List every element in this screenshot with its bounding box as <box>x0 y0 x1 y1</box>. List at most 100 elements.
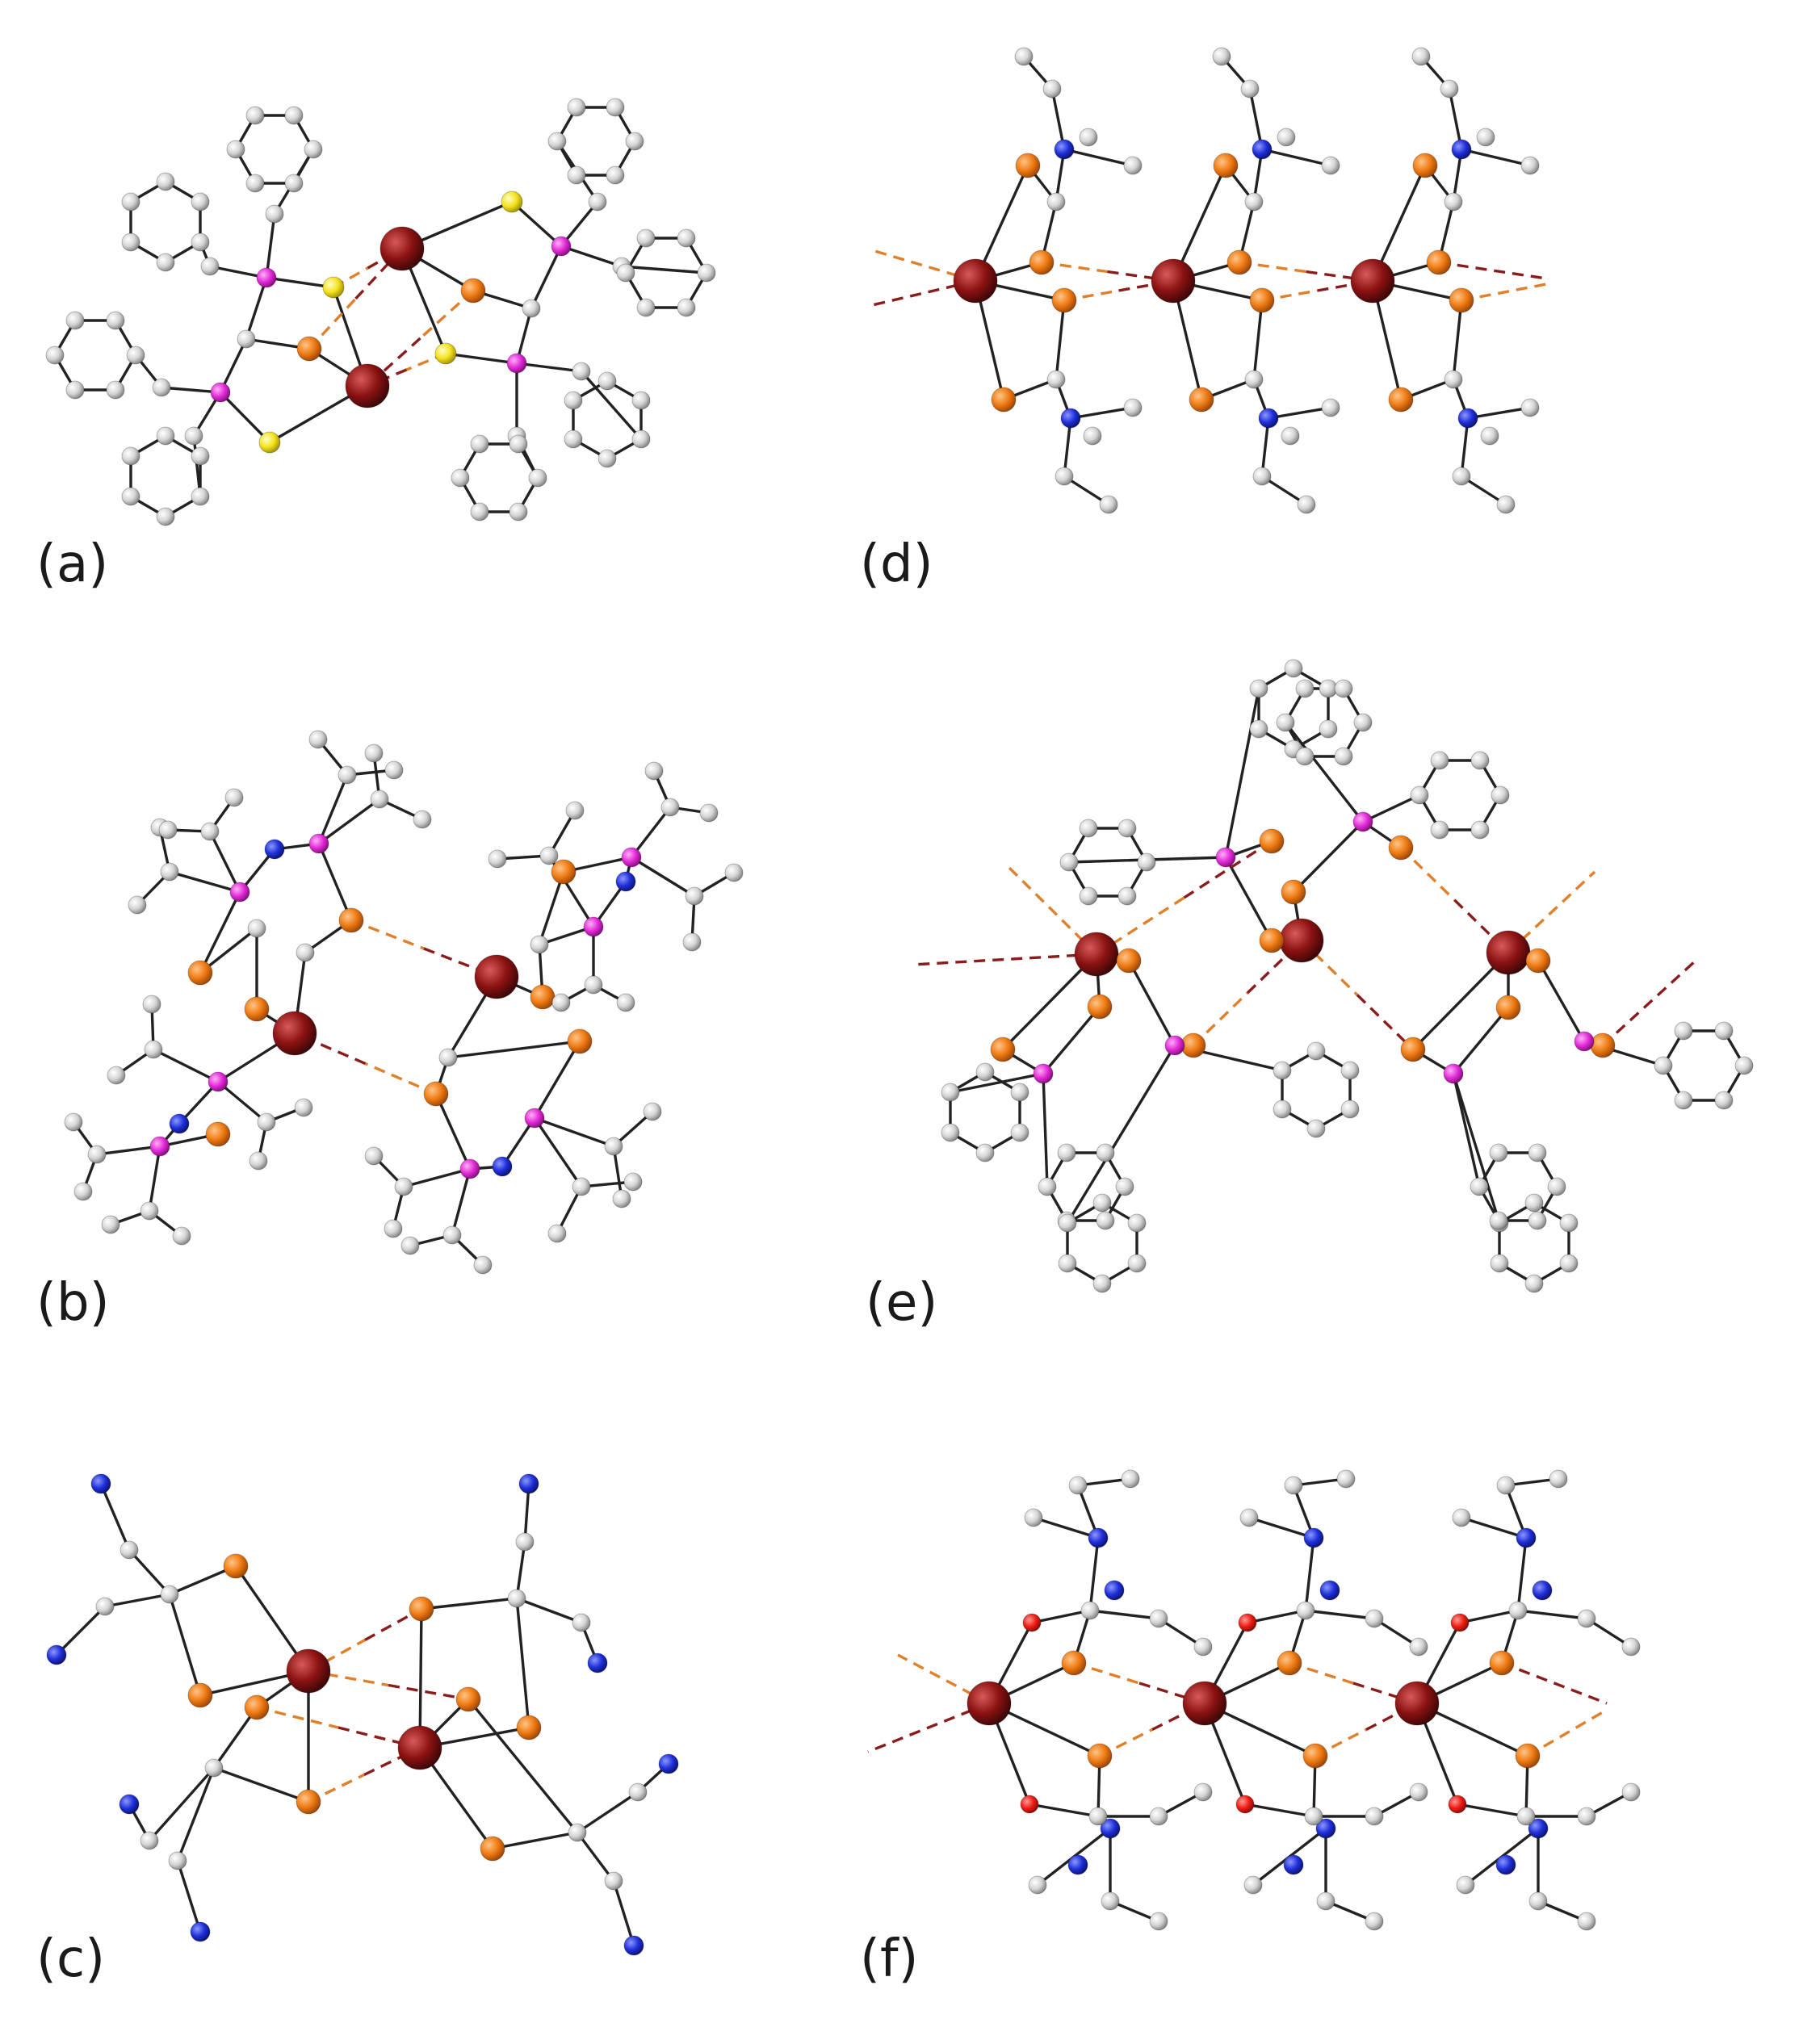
carbon-atom <box>1334 679 1353 698</box>
bond <box>208 830 241 894</box>
bond <box>538 870 565 946</box>
nitrogen-atom <box>90 1473 111 1494</box>
panel-d-structure <box>871 47 1547 514</box>
carbon-atom <box>572 1177 591 1196</box>
bond <box>192 434 202 498</box>
carbon-atom <box>1099 495 1118 514</box>
carbon-atom <box>304 140 323 159</box>
carbon-atom <box>509 434 528 454</box>
nitrogen-atom <box>658 1753 679 1774</box>
carbon-atom <box>1674 1021 1693 1041</box>
metal-atom <box>286 1648 331 1694</box>
bond <box>1063 417 1072 478</box>
sulfur-atom <box>434 342 457 365</box>
contact-line <box>256 1706 339 1729</box>
chalcogen-atom <box>296 336 322 362</box>
carbon-atom <box>237 329 256 349</box>
carbon-atom <box>941 1123 960 1142</box>
bond <box>515 1540 526 1600</box>
nitrogen-atom <box>1495 1854 1516 1875</box>
carbon-atom <box>509 502 528 521</box>
phosphorus-atom <box>459 1158 480 1179</box>
carbon-atom <box>1046 192 1066 212</box>
carbon-atom <box>1058 1254 1077 1273</box>
bond <box>1028 1803 1100 1818</box>
carbon-atom <box>1295 679 1315 698</box>
bond <box>1088 1536 1100 1612</box>
panel-b-structure <box>64 730 744 1275</box>
contact-line <box>1461 283 1547 302</box>
carbon-atom <box>172 1226 191 1246</box>
bond <box>533 1116 615 1148</box>
carbon-atom <box>364 743 384 763</box>
carbon-atom <box>1444 370 1463 389</box>
phosphorus-atom <box>149 1136 170 1157</box>
carbon-atom <box>1440 79 1459 98</box>
bond <box>515 362 583 373</box>
carbon-atom <box>1014 47 1034 66</box>
carbon-atom <box>308 730 328 749</box>
bond <box>1224 687 1260 859</box>
bond <box>1260 148 1332 167</box>
bond <box>317 842 353 922</box>
metal-atom <box>953 258 998 304</box>
chalcogen-atom <box>530 984 556 1010</box>
bond <box>1066 1044 1176 1225</box>
carbon-atom <box>616 263 635 283</box>
carbon-atom <box>451 468 470 488</box>
panel-a-structure <box>45 98 716 526</box>
carbon-atom <box>623 1172 643 1192</box>
chalcogen-atom <box>516 1715 542 1740</box>
contact-line <box>1151 1702 1205 1732</box>
metal-atom <box>397 1725 442 1770</box>
carbon-atom <box>394 1177 413 1196</box>
sulfur-atom <box>501 191 523 213</box>
carbon-atom <box>1430 751 1449 770</box>
carbon-atom <box>294 1098 313 1117</box>
contact-line <box>338 1726 421 1749</box>
contact-line <box>1399 846 1456 902</box>
chalcogen-atom <box>991 387 1017 413</box>
carbon-atom <box>1559 1254 1579 1273</box>
bond <box>168 1593 202 1697</box>
carbon-atom <box>121 487 140 506</box>
nitrogen-atom <box>492 1156 513 1177</box>
nitrogen-atom <box>623 1935 644 1956</box>
carbon-atom <box>941 1083 960 1102</box>
carbon-atom <box>73 1182 93 1201</box>
phosphorus-atom <box>506 353 527 374</box>
carbon-atom <box>572 1613 591 1632</box>
bond <box>216 1080 268 1124</box>
chalcogen-atom <box>1489 1650 1515 1676</box>
carbon-atom <box>522 299 541 318</box>
chalcogen-atom <box>187 960 213 986</box>
carbon-atom <box>1046 370 1066 389</box>
bond <box>1032 1516 1100 1539</box>
oxygen-atom <box>1450 1613 1470 1632</box>
chalcogen-atom <box>205 1121 231 1147</box>
carbon-atom <box>1524 1274 1544 1293</box>
bond <box>1088 1609 1160 1620</box>
nitrogen-atom <box>1532 1580 1553 1601</box>
carbon-atom <box>1365 1807 1384 1826</box>
carbon-atom <box>1508 1601 1528 1620</box>
carbon-atom <box>1055 467 1074 486</box>
chalcogen-atom <box>409 1596 434 1622</box>
chalcogen-atom <box>1029 249 1055 275</box>
carbon-atom <box>1470 820 1490 840</box>
bond <box>1460 417 1470 478</box>
carbon-atom <box>1249 679 1268 698</box>
carbon-atom <box>156 507 175 526</box>
bond <box>1411 951 1510 1051</box>
carbon-atom <box>685 886 704 906</box>
carbon-atom <box>413 810 432 829</box>
metal-atom <box>1182 1681 1227 1726</box>
metal-atom <box>272 1011 317 1056</box>
carbon-atom <box>249 1151 268 1171</box>
carbon-atom <box>1117 819 1137 838</box>
carbon-atom <box>1654 1056 1673 1075</box>
carbon-atom <box>156 426 175 446</box>
bond <box>212 1706 258 1770</box>
bond <box>1055 299 1066 381</box>
carbon-atom <box>1193 1782 1213 1802</box>
